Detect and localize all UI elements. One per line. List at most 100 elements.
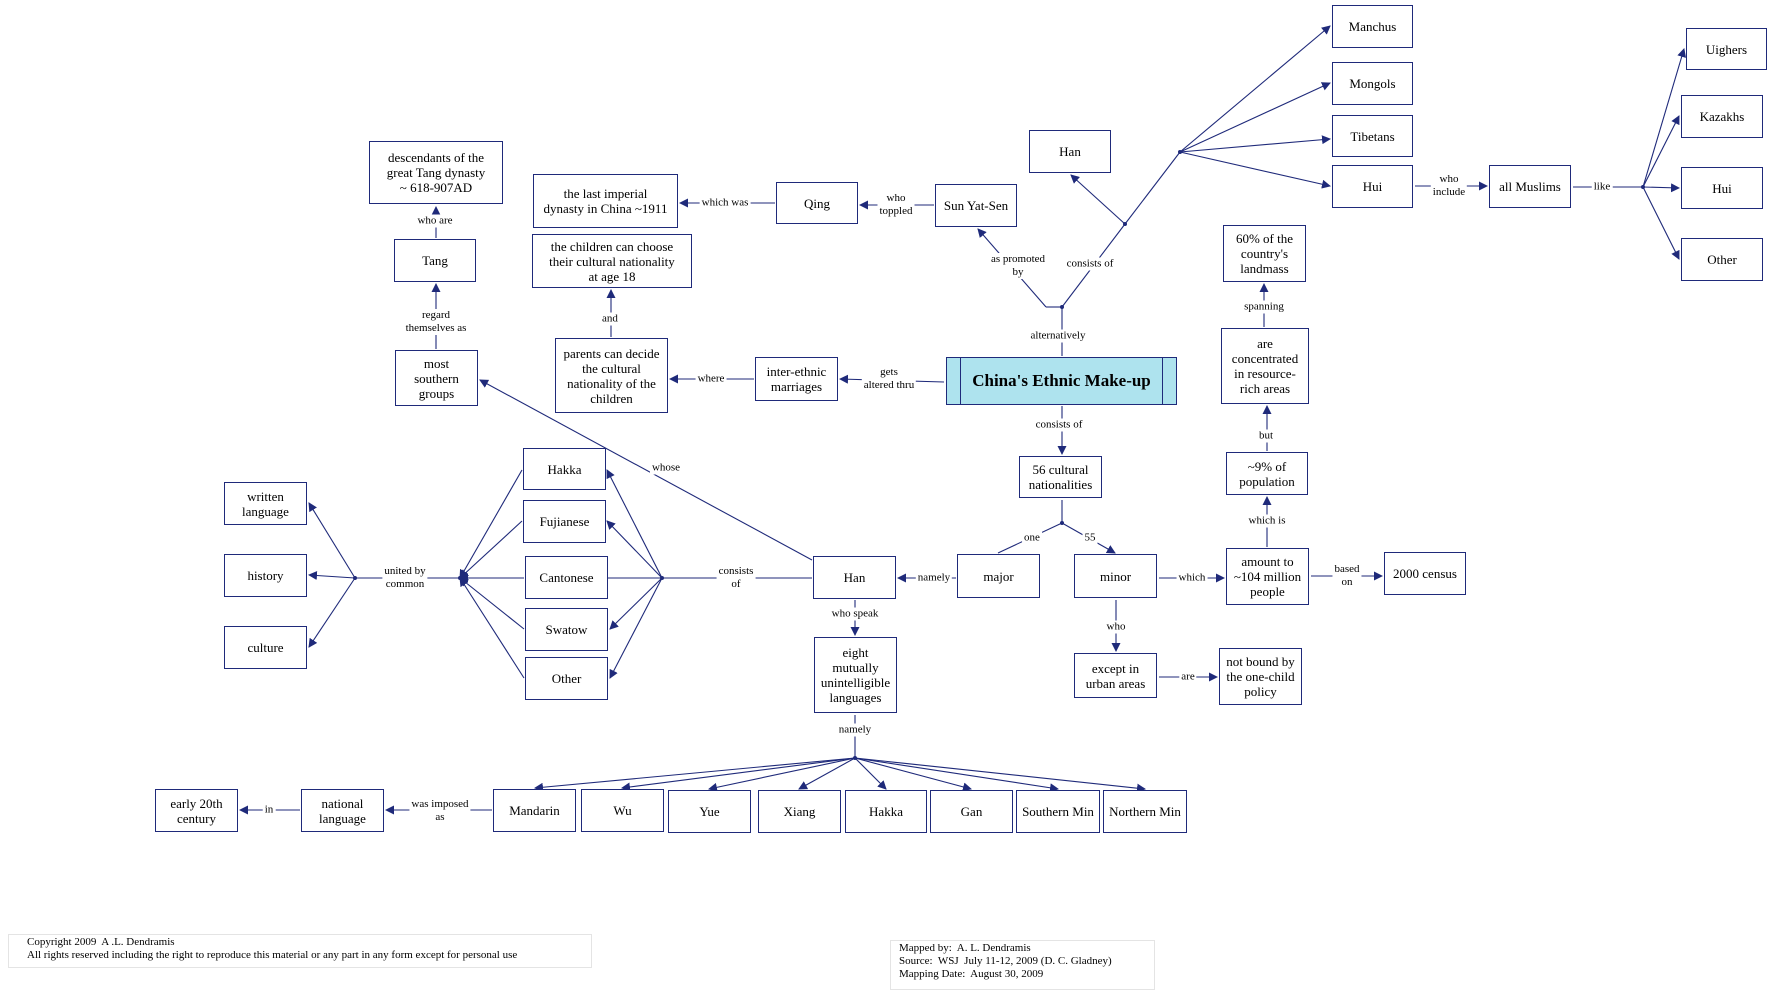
node-other-left[interactable]: Other: [525, 657, 608, 700]
node-yue[interactable]: Yue: [668, 790, 751, 833]
connector-line: [1179, 25, 1331, 153]
node-uighers[interactable]: Uighers: [1686, 28, 1767, 70]
node-children-choose[interactable]: the children can choose their cultural n…: [532, 234, 692, 288]
node-minor[interactable]: minor: [1074, 554, 1157, 598]
connector-line: [854, 757, 972, 792]
link-label-where: where: [695, 372, 727, 386]
link-label-united-by-common: united by common: [382, 565, 428, 591]
node-early-20th-century[interactable]: early 20th century: [155, 789, 238, 832]
link-label-which: which: [1176, 571, 1208, 585]
junction-dot: [1178, 150, 1182, 154]
junction-dot: [353, 576, 357, 580]
node-hui-right[interactable]: Hui: [1681, 167, 1763, 209]
connector-line: [459, 469, 523, 579]
link-label-which-is: which is: [1246, 514, 1288, 528]
node-descendants-tang-dynasty[interactable]: descendants of the great Tang dynasty ~ …: [369, 141, 503, 204]
node-fujianese[interactable]: Fujianese: [523, 500, 606, 543]
node-sun-yat-sen[interactable]: Sun Yat-Sen: [935, 184, 1017, 227]
link-label-who-are: who are: [415, 214, 455, 228]
node-wu[interactable]: Wu: [581, 789, 664, 832]
link-label-regard-themselves-as: regard themselves as: [403, 309, 469, 335]
node-most-southern-groups[interactable]: most southern groups: [395, 350, 478, 406]
node-population[interactable]: ~9% of population: [1226, 452, 1308, 495]
node-concentrated[interactable]: are concentrated in resource- rich areas: [1221, 328, 1309, 404]
connector-line: [308, 571, 356, 581]
copyright-line-2: All rights reserved including the right …: [27, 949, 518, 961]
node-amount-104-million[interactable]: amount to ~104 million people: [1226, 548, 1309, 605]
connector-line: [854, 757, 1146, 793]
link-label-gets-altered-thru: gets altered thru: [861, 366, 917, 392]
node-manchus[interactable]: Manchus: [1332, 5, 1413, 48]
mapping-info-box: Mapped by: A. L. Dendramis Source: WSJ J…: [890, 940, 1155, 990]
connector-line: [606, 469, 663, 579]
node-eight-languages[interactable]: eight mutually unintelligible languages: [814, 637, 897, 713]
node-cantonese[interactable]: Cantonese: [525, 556, 608, 599]
node-swatow[interactable]: Swatow: [525, 608, 608, 651]
node-national-language[interactable]: national language: [301, 789, 384, 832]
node-tang[interactable]: Tang: [394, 239, 476, 282]
node-mongols[interactable]: Mongols: [1332, 62, 1413, 105]
link-label-alternatively: alternatively: [1028, 329, 1088, 343]
connector-line: [1070, 174, 1126, 225]
node-hakka-language[interactable]: Hakka: [845, 790, 927, 833]
node-history[interactable]: history: [224, 554, 307, 597]
root-concept-china-ethnic-makeup[interactable]: China's Ethnic Make-up: [946, 357, 1177, 405]
node-hui[interactable]: Hui: [1332, 165, 1413, 208]
link-label-one: one: [1022, 531, 1042, 545]
junction-dot: [1060, 305, 1064, 309]
node-last-imperial-dynasty[interactable]: the last imperial dynasty in China ~1911: [533, 174, 678, 228]
node-northern-min[interactable]: Northern Min: [1103, 790, 1187, 833]
link-label-namely-han: namely: [915, 571, 953, 585]
connector-line: [1642, 48, 1687, 188]
node-56-cultural-nationalities[interactable]: 56 cultural nationalities: [1019, 456, 1102, 498]
connector-line: [459, 520, 523, 579]
node-gan[interactable]: Gan: [930, 790, 1013, 833]
mapped-by-text: Mapped by: A. L. Dendramis: [899, 942, 1031, 954]
connector-line: [854, 757, 1059, 793]
node-kazakhs[interactable]: Kazakhs: [1681, 95, 1763, 138]
source-text: Source: WSJ July 11-12, 2009 (D. C. Glad…: [899, 955, 1112, 967]
link-label-who-speak: who speak: [829, 607, 881, 621]
node-major[interactable]: major: [957, 554, 1040, 598]
junction-dot: [1123, 222, 1127, 226]
link-label-whose: whose: [649, 461, 683, 475]
connector-line: [1179, 82, 1331, 153]
link-label-consists-of-mid: consists of: [1033, 418, 1085, 432]
node-except-urban-areas[interactable]: except in urban areas: [1074, 653, 1157, 698]
node-written-language[interactable]: written language: [224, 482, 307, 525]
connector-line: [1179, 151, 1331, 189]
connector-lines: [239, 25, 1687, 815]
node-2000-census[interactable]: 2000 census: [1384, 552, 1466, 595]
node-han-top[interactable]: Han: [1029, 130, 1111, 173]
node-parents-decide[interactable]: parents can decide the cultural national…: [555, 338, 668, 413]
node-xiang[interactable]: Xiang: [758, 790, 841, 833]
node-qing[interactable]: Qing: [776, 182, 858, 224]
junction-dot: [1060, 521, 1064, 525]
link-label-who: who: [1104, 620, 1128, 634]
node-landmass[interactable]: 60% of the country's landmass: [1223, 225, 1306, 282]
junction-dot: [660, 576, 664, 580]
connector-line: [1642, 183, 1680, 193]
connector-line: [308, 577, 356, 648]
node-not-bound-one-child[interactable]: not bound by the one-child policy: [1219, 648, 1302, 705]
link-label-which-was: which was: [699, 196, 751, 210]
node-all-muslims[interactable]: all Muslims: [1489, 165, 1571, 208]
connector-line: [609, 577, 663, 679]
node-inter-ethnic-marriages[interactable]: inter-ethnic marriages: [755, 357, 838, 401]
node-other-right[interactable]: Other: [1681, 238, 1763, 281]
node-culture[interactable]: culture: [224, 626, 307, 669]
copyright-box: Copyright 2009 A .L. Dendramis All right…: [8, 934, 592, 968]
node-hakka[interactable]: Hakka: [523, 448, 606, 490]
node-tibetans[interactable]: Tibetans: [1332, 115, 1413, 157]
connector-line: [798, 757, 856, 790]
connector-line: [1642, 115, 1680, 188]
link-label-but: but: [1256, 429, 1276, 443]
node-han-main[interactable]: Han: [813, 556, 896, 599]
link-label-and: and: [600, 312, 620, 326]
node-mandarin[interactable]: Mandarin: [493, 789, 576, 832]
link-label-namely-languages: namely: [836, 723, 874, 737]
node-southern-min[interactable]: Southern Min: [1016, 790, 1100, 833]
link-label-55: 55: [1082, 531, 1098, 545]
link-label-like: like: [1591, 180, 1613, 194]
connector-line: [479, 379, 813, 561]
